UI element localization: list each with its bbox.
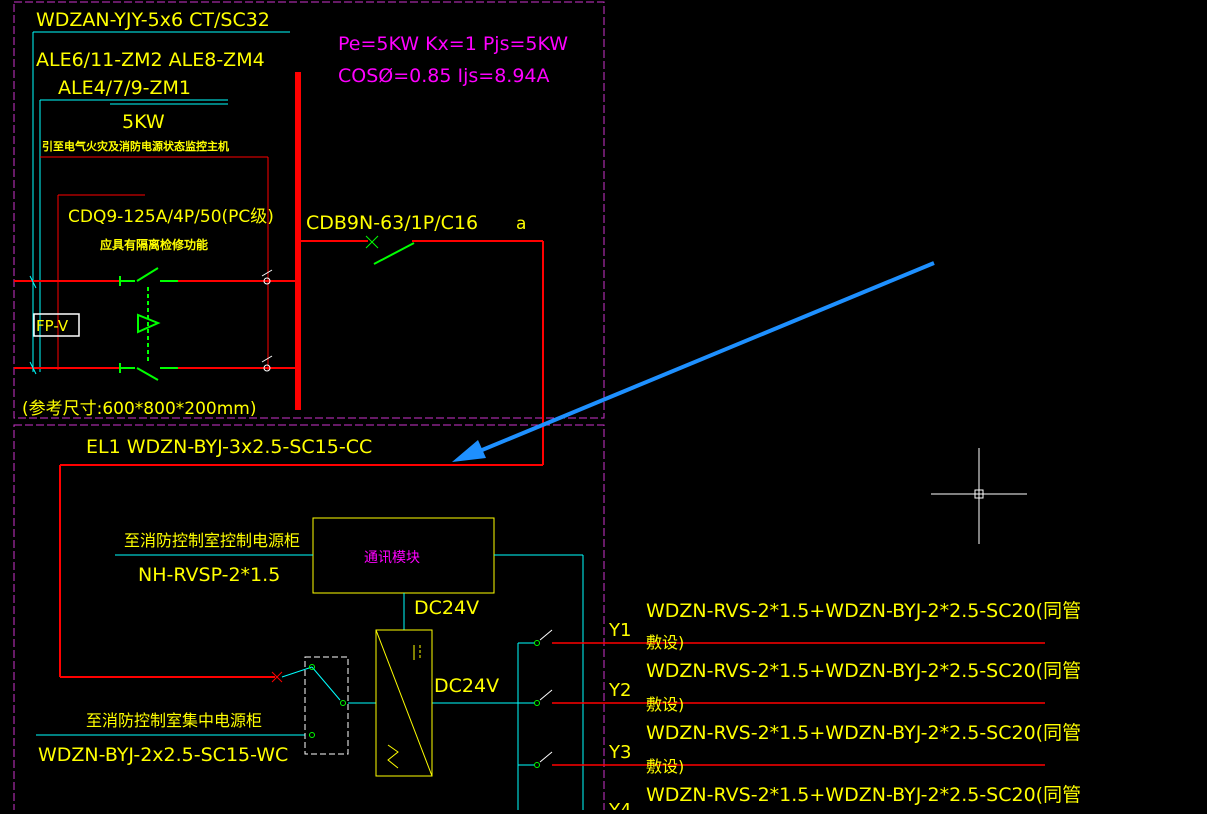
comm-module-label: 通讯模块 <box>364 550 420 566</box>
to-fire-control-power: 至消防控制室控制电源柜 <box>124 531 300 550</box>
branch-breaker-symbol <box>365 235 415 265</box>
to-central-power: 至消防控制室集中电源柜 <box>86 711 262 730</box>
output-lines <box>552 642 1045 766</box>
selector-switch-box <box>304 656 349 755</box>
dc-label-2: DC24V <box>434 675 499 697</box>
output-y4-id: Y4 <box>608 800 631 810</box>
branch-breaker-label: CDB9N-63/1P/C16 <box>306 212 478 234</box>
main-breaker-note: 应具有隔离检修功能 <box>100 237 208 252</box>
output-y1-id: Y1 <box>608 620 631 641</box>
size-reference: (参考尺寸:600*800*200mm) <box>22 399 256 419</box>
control-cable: NH-RVSP-2*1.5 <box>138 564 280 586</box>
left-ticks <box>29 275 37 375</box>
busbar-taps <box>261 269 273 372</box>
bottom-panel-text: EL1 WDZN-BYJ-3x2.5-SC15-CC 至消防控制室控制电源柜 N… <box>38 436 499 766</box>
cad-crosshair-cursor <box>931 448 1027 544</box>
blue-arrow <box>452 261 935 462</box>
central-cable: WDZN-BYJ-2x2.5-SC15-WC <box>38 744 288 766</box>
circuit-label: EL1 WDZN-BYJ-3x2.5-SC15-CC <box>86 436 372 458</box>
top-panel-text: WDZAN-YJY-5x6 CT/SC32 ALE6/11-ZM2 ALE8-Z… <box>22 9 568 419</box>
output-text: Y1 WDZN-RVS-2*1.5+WDZN-BYJ-2*2.5-SC20(同管… <box>608 600 1081 814</box>
output-y2-cable: WDZN-RVS-2*1.5+WDZN-BYJ-2*2.5-SC20(同管 <box>646 660 1081 682</box>
top-cyan-lines <box>32 31 290 372</box>
output-y3-id: Y3 <box>608 742 631 763</box>
converter-symbols <box>375 629 433 777</box>
load-calc-line-2: COSØ=0.85 Ijs=8.94A <box>338 65 550 87</box>
breaker-line-2: ALE4/7/9-ZM1 <box>58 77 191 99</box>
output-y4-cable: WDZN-RVS-2*1.5+WDZN-BYJ-2*2.5-SC20(同管 <box>646 784 1081 806</box>
output-y3-note: 敷设) <box>646 757 684 776</box>
dc-label-1: DC24V <box>414 597 479 619</box>
output-y1-note: 敷设) <box>646 633 684 652</box>
output-y2-note: 敷设) <box>646 695 684 714</box>
note-monitor: 引至电气火灾及消防电源状态监控主机 <box>42 139 229 153</box>
breaker-line-1: ALE6/11-ZM2 ALE8-ZM4 <box>36 49 265 71</box>
panel-frames <box>13 1 605 814</box>
main-breaker-label: CDQ9-125A/4P/50(PC级) <box>68 207 274 227</box>
bottom-panel-frame <box>13 424 605 814</box>
selector-switch <box>271 664 346 738</box>
fp-v-label: FP-V <box>36 317 69 335</box>
top-red-thin-lines <box>40 156 269 370</box>
output-y1-cable: WDZN-RVS-2*1.5+WDZN-BYJ-2*2.5-SC20(同管 <box>646 600 1081 622</box>
load-calc-line-1: Pe=5KW Kx=1 Pjs=5KW <box>338 33 568 55</box>
main-breaker-symbol <box>119 267 178 381</box>
top-panel-frame <box>13 1 605 419</box>
output-y2-id: Y2 <box>608 680 631 701</box>
output-contacts <box>534 629 553 768</box>
phase-label: a <box>516 214 526 234</box>
fp-v-box <box>33 313 80 337</box>
output-y3-cable: WDZN-RVS-2*1.5+WDZN-BYJ-2*2.5-SC20(同管 <box>646 722 1081 744</box>
power-rating: 5KW <box>122 111 165 133</box>
bottom-cyan-lines <box>36 554 584 810</box>
feeder-lines <box>14 240 544 678</box>
converter-box <box>375 629 433 777</box>
cable-spec: WDZAN-YJY-5x6 CT/SC32 <box>36 9 270 31</box>
